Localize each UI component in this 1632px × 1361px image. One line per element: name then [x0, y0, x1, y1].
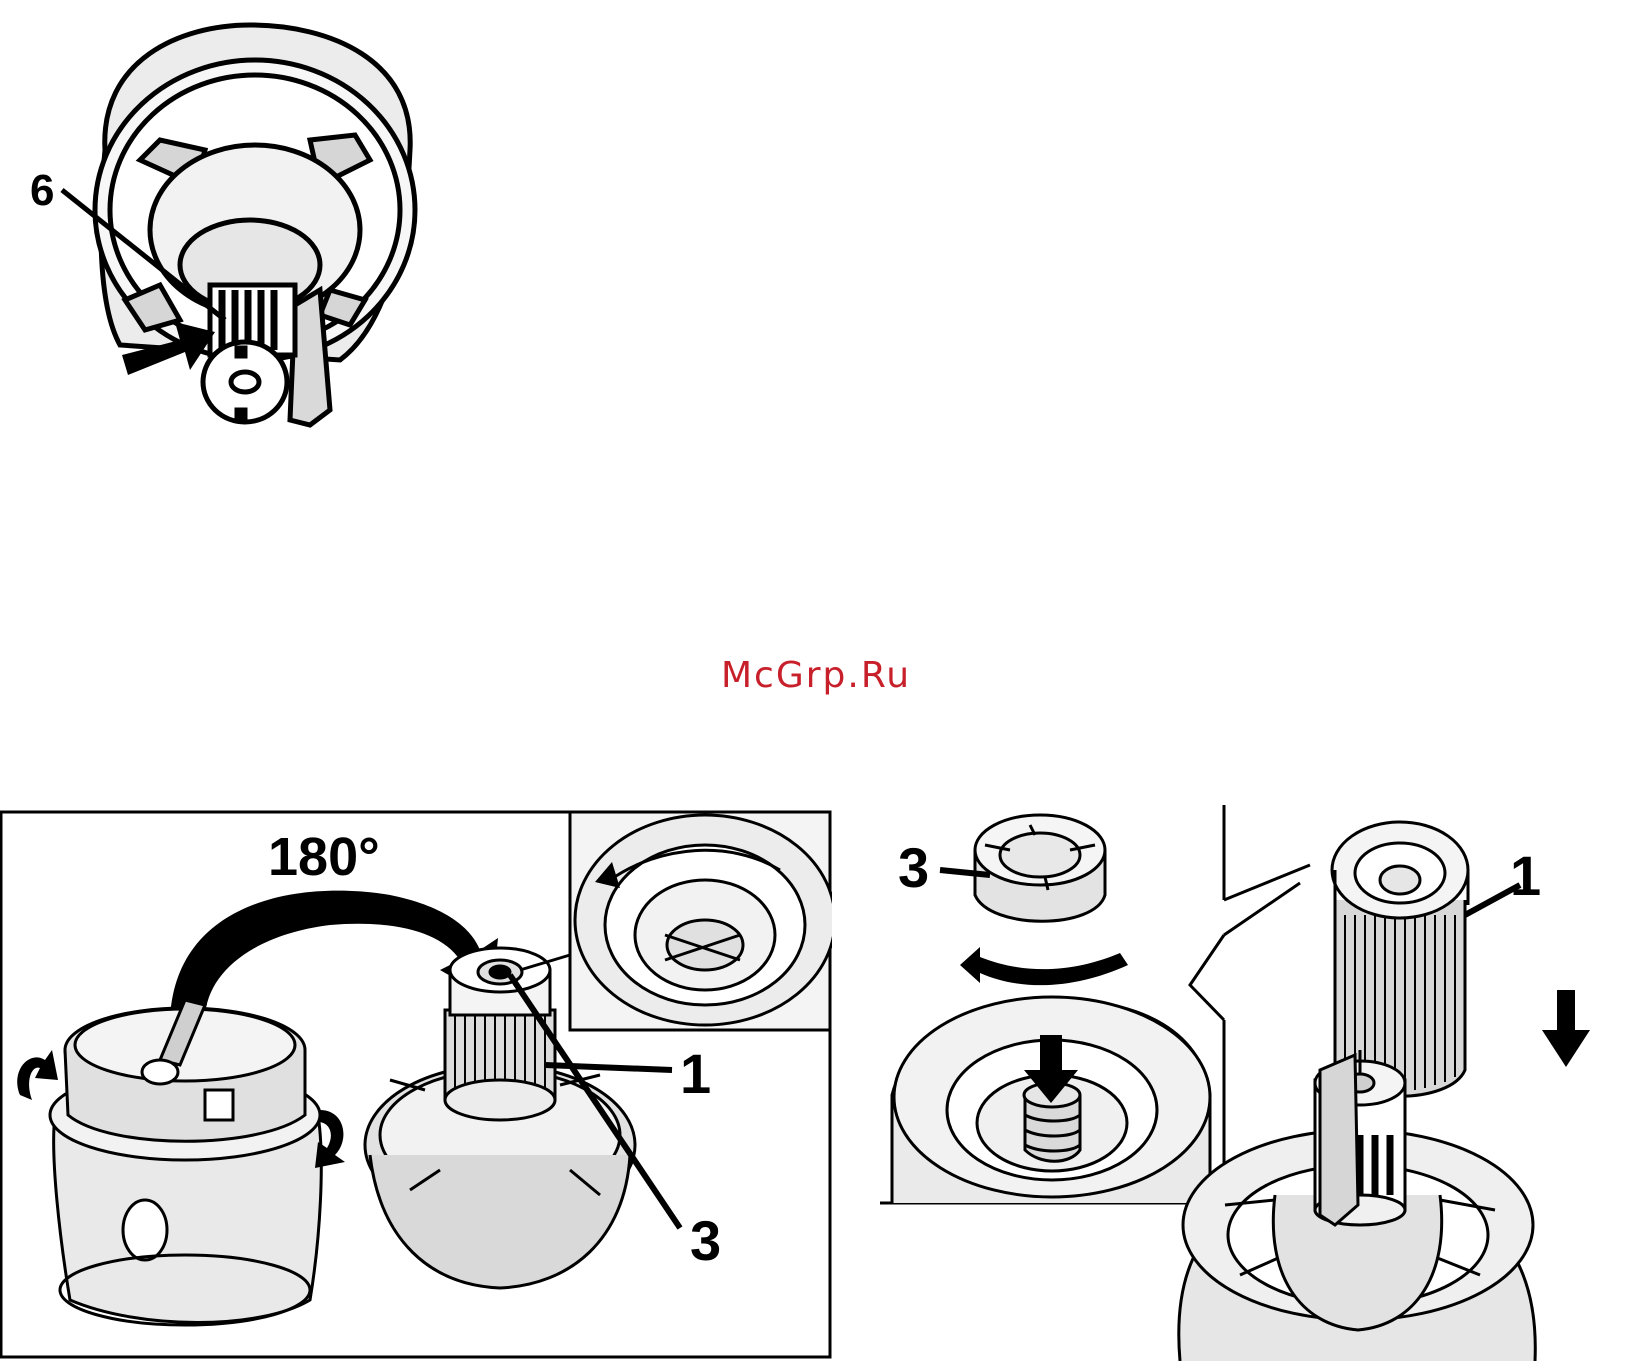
callout-6: 6	[30, 166, 54, 215]
bottom-left-illustration: 180°	[0, 810, 832, 1361]
top-illustration: 6	[0, 0, 460, 460]
callout-3: 3	[690, 1209, 721, 1272]
callout-1: 1	[680, 1042, 711, 1105]
watermark: McGrp.Ru	[0, 655, 1632, 696]
bottom-right-illustration: 3 1	[880, 805, 1632, 1361]
callout-1-right: 1	[1510, 844, 1541, 907]
callout-3-right: 3	[898, 836, 929, 899]
angle-label: 180°	[268, 827, 380, 887]
